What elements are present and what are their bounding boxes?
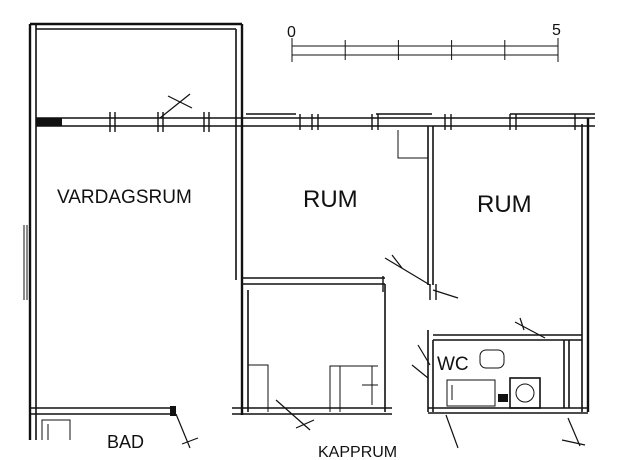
room-label-wc: WC	[437, 354, 469, 375]
room-label-rum-1: RUM	[303, 186, 358, 213]
partition-walls	[232, 126, 459, 431]
toilet-frame	[509, 377, 541, 409]
scale-start-label: 0	[287, 24, 296, 41]
scale-bar: 0 5	[287, 22, 561, 62]
door-swing-bad	[175, 413, 191, 449]
door-swing-rum2	[432, 289, 459, 299]
room-label-kapprum: KAPPRUM	[318, 444, 397, 460]
door-swing-rum1	[384, 257, 431, 286]
door-swing-wc	[417, 344, 431, 366]
room-label-rum-2: RUM	[477, 191, 532, 218]
corridor-wall-top	[36, 93, 595, 132]
scale-bar-ticks	[291, 38, 559, 62]
closet-outline	[397, 130, 428, 159]
room-label-vardagsrum: VARDAGSRUM	[57, 187, 192, 208]
bad-area	[30, 406, 199, 449]
bathtub-icon	[41, 419, 71, 440]
room-labels: VARDAGSRUM RUM RUM WC BAD KAPPRUM	[57, 186, 532, 460]
door-swing-living	[159, 93, 191, 119]
counter-icon	[446, 379, 496, 407]
wc-area	[411, 317, 588, 449]
sink-icon	[479, 349, 505, 369]
kapprum-closet	[248, 364, 269, 412]
wardrobe-outline	[329, 365, 378, 412]
scale-end-label: 5	[552, 22, 561, 39]
outer-walls	[23, 22, 590, 440]
room-label-bad: BAD	[107, 432, 144, 452]
toilet-icon	[515, 383, 535, 403]
door-swing-kapprum	[275, 399, 311, 431]
